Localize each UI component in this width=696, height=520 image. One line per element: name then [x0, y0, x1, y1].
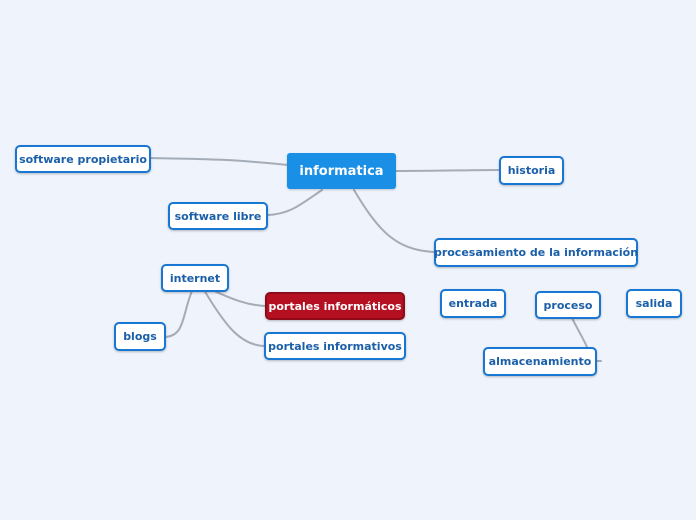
node-internet[interactable]: internet	[161, 264, 229, 292]
connector-portales-informativos	[203, 289, 265, 347]
node-almacenamiento[interactable]: almacenamiento	[483, 347, 597, 376]
connector-software-libre	[267, 189, 323, 216]
connector-historia	[395, 169, 500, 172]
node-software-libre[interactable]: software libre	[168, 202, 268, 230]
node-proceso[interactable]: proceso	[535, 291, 601, 319]
connector-almacenamiento	[571, 317, 588, 348]
node-software-propietario[interactable]: software propietario	[15, 145, 151, 173]
node-entrada[interactable]: entrada	[440, 289, 506, 318]
connector-portales-informaticos	[211, 289, 266, 307]
node-blogs[interactable]: blogs	[114, 322, 166, 351]
root-node-informatica[interactable]: informatica	[287, 153, 396, 189]
node-salida[interactable]: salida	[626, 289, 682, 318]
node-procesamiento-de-la-informacion[interactable]: procesamiento de la información	[434, 238, 638, 267]
node-portales-informaticos[interactable]: portales informáticos	[265, 292, 405, 320]
connector-blogs	[165, 290, 193, 338]
connector-software-propietario	[149, 157, 289, 166]
connector-procesamiento	[353, 189, 435, 253]
node-historia[interactable]: historia	[499, 156, 564, 185]
node-portales-informativos[interactable]: portales informativos	[264, 332, 406, 360]
